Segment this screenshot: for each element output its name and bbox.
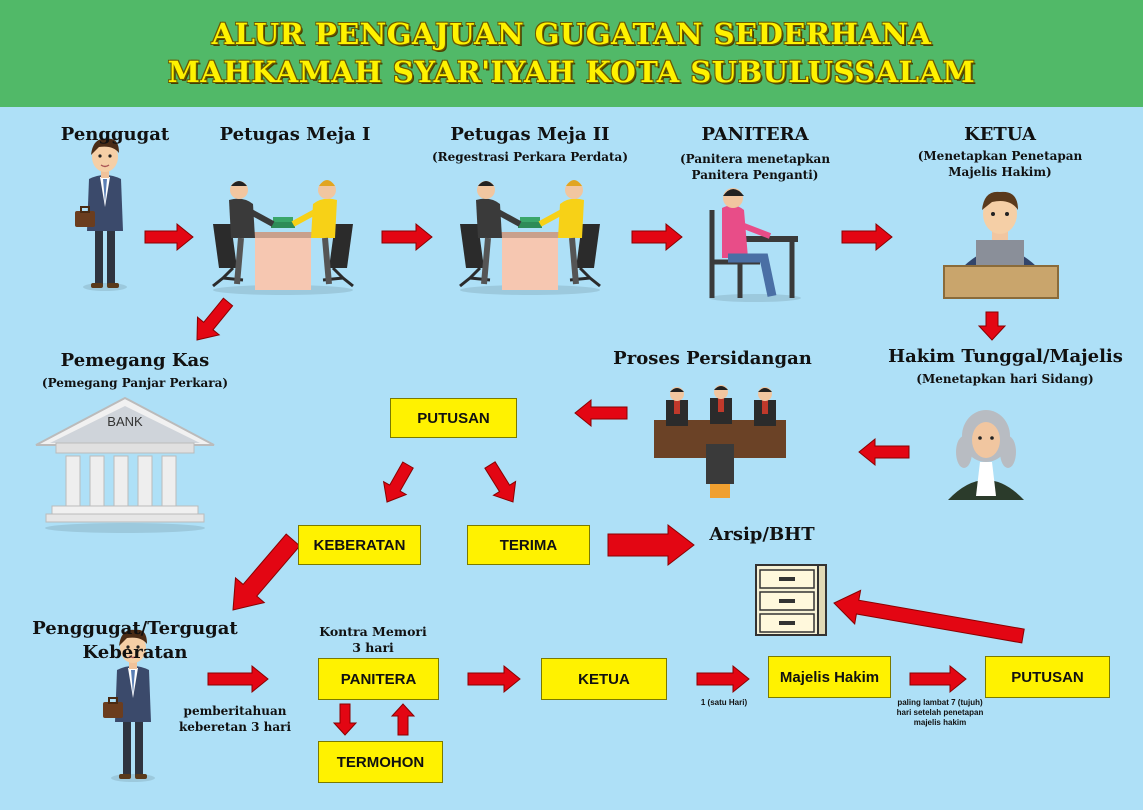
label-panitera: PANITERA [690, 124, 820, 145]
note-satu-hari: 1 (satu Hari) [684, 698, 764, 708]
note-paling-lambat-2: hari setelah penetapan [880, 708, 1000, 718]
label-pemegang-kas-sub: (Pemegang Panjar Perkara) [30, 375, 240, 391]
note-paling-lambat-1: paling lambat 7 (tujuh) [880, 698, 1000, 708]
label-ketua: KETUA [935, 124, 1065, 145]
box-ketua-2: KETUA [541, 658, 667, 700]
arrow-putusan-arsip [834, 590, 1024, 643]
label-meja1: Petugas Meja I [205, 124, 385, 145]
arrow-panitera-ketua2 [468, 666, 520, 692]
arrow-penggugat-meja1 [145, 224, 193, 250]
label-meja2-sub: (Regestrasi Perkara Perdata) [420, 149, 640, 165]
arrow-panitera-ketua [842, 224, 892, 250]
arrow-ketua2-majelis [697, 666, 749, 692]
arrow-ketua-hakim [979, 312, 1005, 340]
note-keberetan: keberetan 3 hari [170, 719, 300, 735]
note-pemberitahuan: pemberitahuan [170, 703, 300, 719]
arrow-panitera-termohon [334, 704, 356, 735]
label-proses-persidangan: Proses Persidangan [600, 348, 825, 369]
note-kontra-memori: Kontra Memori [313, 624, 433, 640]
arrow-meja1-kas [197, 298, 233, 340]
box-terima: TERIMA [467, 525, 590, 565]
box-putusan-1: PUTUSAN [390, 398, 517, 438]
arrow-termohon-panitera [392, 704, 414, 735]
arrow-keberatan-party [233, 534, 300, 610]
arrow-putusan-keberatan [384, 462, 414, 502]
label-meja2: Petugas Meja II [430, 124, 630, 145]
label-penggugat-tergugat: Penggugat/Tergugat [15, 618, 255, 639]
label-ketua-sub2: Majelis Hakim) [900, 164, 1100, 180]
arrow-hakim-sidang [859, 439, 909, 465]
note-paling-lambat-3: majelis hakim [880, 718, 1000, 728]
arrow-terima-arsip [608, 525, 694, 565]
label-arsip-bht: Arsip/BHT [700, 524, 824, 545]
box-putusan-2: PUTUSAN [985, 656, 1110, 698]
label-pemegang-kas: Pemegang Kas [40, 350, 230, 371]
label-hakim-tunggal: Hakim Tunggal/Majelis [868, 346, 1143, 367]
label-panitera-sub2: Panitera Penganti) [670, 167, 840, 183]
label-keberatan-party: Keberatan [15, 642, 255, 663]
arrow-majelis-putusan [910, 666, 966, 692]
arrow-sidang-putusan [575, 400, 627, 426]
box-termohon: TERMOHON [318, 741, 443, 783]
arrow-meja2-panitera [632, 224, 682, 250]
note-kontra-hari: 3 hari [313, 640, 433, 656]
box-keberatan: KEBERATAN [298, 525, 421, 565]
label-hakim-sub: (Menetapkan hari Sidang) [880, 371, 1130, 387]
box-panitera-2: PANITERA [318, 658, 439, 700]
label-panitera-sub1: (Panitera menetapkan [670, 151, 840, 167]
label-ketua-sub1: (Menetapkan Penetapan [900, 148, 1100, 164]
arrow-party-panitera [208, 666, 268, 692]
arrow-meja1-meja2 [382, 224, 432, 250]
label-penggugat: Penggugat [50, 124, 180, 145]
bank-sign: BANK [95, 414, 155, 429]
arrow-putusan-terima [485, 462, 516, 502]
box-majelis-hakim: Majelis Hakim [768, 656, 891, 698]
